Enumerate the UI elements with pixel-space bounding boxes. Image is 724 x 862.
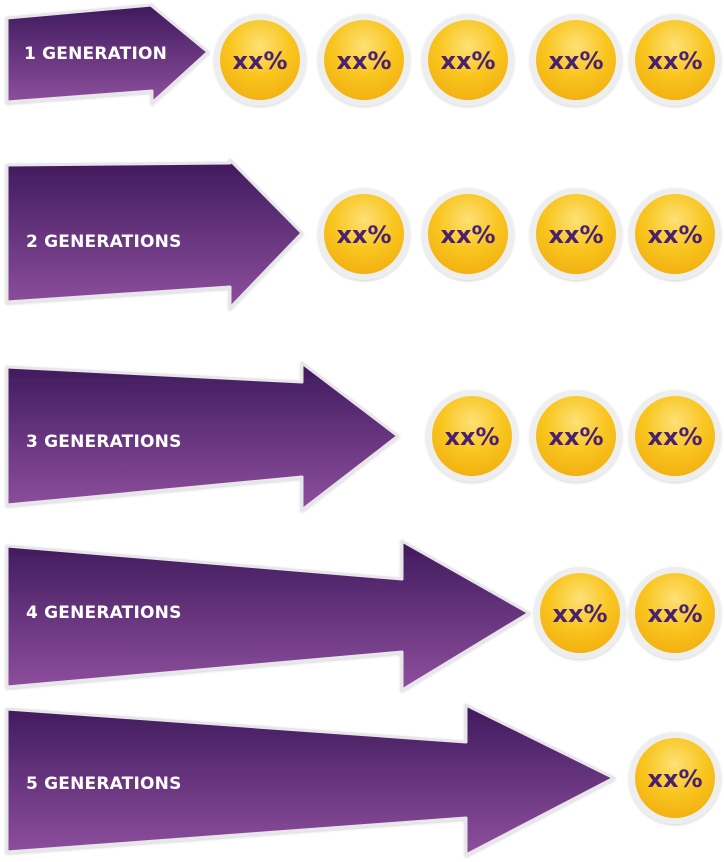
- arrow-4: 4 GENERATIONS: [5, 539, 531, 692]
- arrow-2: 2 GENERATIONS: [5, 158, 304, 310]
- coin-2-2: xx%: [422, 188, 514, 280]
- coin-1-4: xx%: [530, 14, 622, 106]
- coin-value: xx%: [232, 47, 287, 75]
- coin-face: [428, 20, 508, 100]
- coin-2-1: xx%: [318, 188, 410, 280]
- coin-value: xx%: [336, 221, 391, 249]
- coin-face: [540, 573, 620, 653]
- coin-value: xx%: [440, 47, 495, 75]
- coin-2-3: xx%: [530, 188, 622, 280]
- arrow-shape-3: [5, 361, 400, 512]
- arrow-shape-4: [5, 539, 531, 692]
- coin-5-1: xx%: [629, 732, 721, 824]
- coin-value: xx%: [647, 423, 702, 451]
- arrow-label-4: 4 GENERATIONS: [26, 603, 182, 623]
- coin-3-3: xx%: [629, 390, 721, 482]
- coin-value: xx%: [548, 221, 603, 249]
- arrow-label-2: 2 GENERATIONS: [26, 232, 182, 252]
- coin-value: xx%: [647, 765, 702, 793]
- coin-1-1: xx%: [214, 14, 306, 106]
- coin-face: [635, 573, 715, 653]
- coin-value: xx%: [336, 47, 391, 75]
- coin-face: [635, 194, 715, 274]
- coin-value: xx%: [440, 221, 495, 249]
- coin-value: xx%: [647, 47, 702, 75]
- coin-value: xx%: [647, 221, 702, 249]
- coin-face: [536, 396, 616, 476]
- coin-face: [635, 396, 715, 476]
- coin-face: [432, 396, 512, 476]
- coin-3-1: xx%: [426, 390, 518, 482]
- coin-1-3: xx%: [422, 14, 514, 106]
- coin-face: [220, 20, 300, 100]
- arrow-label-5: 5 GENERATIONS: [26, 774, 182, 794]
- coin-value: xx%: [548, 47, 603, 75]
- coin-1-5: xx%: [629, 14, 721, 106]
- arrow-shape-5: [5, 703, 616, 857]
- arrow-3: 3 GENERATIONS: [5, 361, 400, 512]
- coin-value: xx%: [647, 600, 702, 628]
- coin-face: [428, 194, 508, 274]
- coin-value: xx%: [552, 600, 607, 628]
- coin-2-4: xx%: [629, 188, 721, 280]
- arrow-shape-2: [5, 158, 304, 310]
- arrow-label-3: 3 GENERATIONS: [26, 432, 182, 452]
- row-5: 5 GENERATIONS xx%: [5, 703, 721, 857]
- row-3: 3 GENERATIONS xx% xx% xx%: [5, 361, 721, 512]
- coin-face: [536, 20, 616, 100]
- coin-face: [635, 738, 715, 818]
- coin-face: [635, 20, 715, 100]
- coin-value: xx%: [444, 423, 499, 451]
- arrow-shape-1: [5, 3, 210, 105]
- coin-1-2: xx%: [318, 14, 410, 106]
- coin-4-2: xx%: [629, 567, 721, 659]
- arrow-5: 5 GENERATIONS: [5, 703, 616, 857]
- coin-3-2: xx%: [530, 390, 622, 482]
- coin-4-1: xx%: [534, 567, 626, 659]
- row-4: 4 GENERATIONS xx% xx%: [5, 539, 721, 692]
- coin-face: [324, 20, 404, 100]
- row-1: 1 GENERATION xx% xx% xx% xx% xx%: [5, 3, 721, 106]
- coin-face: [536, 194, 616, 274]
- arrow-label-1: 1 GENERATION: [24, 44, 167, 64]
- coin-value: xx%: [548, 423, 603, 451]
- arrow-1: 1 GENERATION: [5, 3, 210, 105]
- coin-face: [324, 194, 404, 274]
- row-2: 2 GENERATIONS xx% xx% xx% xx%: [5, 158, 721, 310]
